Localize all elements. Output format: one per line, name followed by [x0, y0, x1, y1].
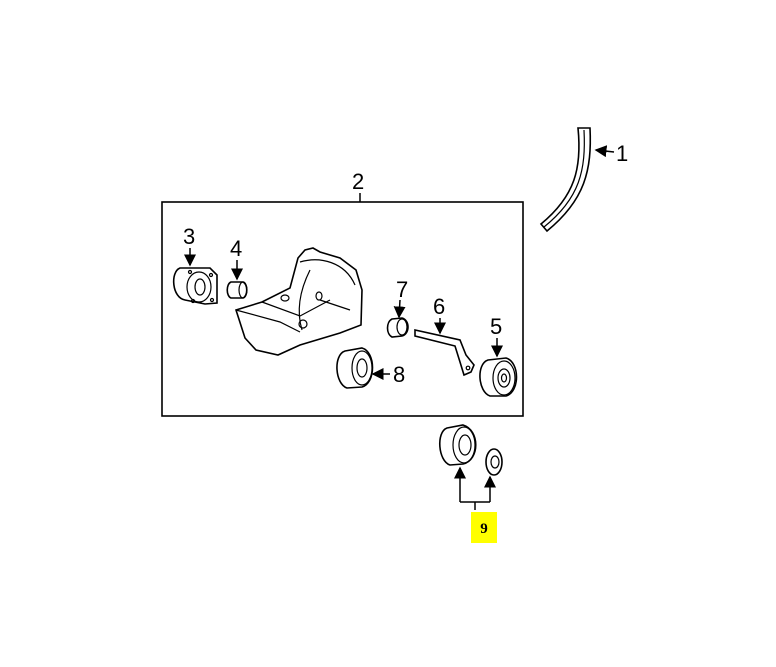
- assembly-box: [161, 201, 524, 417]
- leader-9-join: [460, 501, 490, 510]
- callout-4[interactable]: 4: [230, 236, 242, 261]
- callout-6[interactable]: 6: [433, 294, 445, 319]
- part-9-bearing[interactable]: [439, 424, 477, 466]
- callout-2[interactable]: 2: [352, 169, 364, 194]
- part-2-differential-housing[interactable]: [234, 247, 363, 356]
- callout-8[interactable]: 8: [393, 362, 405, 387]
- part-1-strip[interactable]: [539, 127, 592, 233]
- part-3-flange[interactable]: [172, 267, 218, 305]
- part-5-bearing[interactable]: [479, 357, 518, 397]
- callout-9[interactable]: 9: [480, 521, 488, 537]
- callout-5[interactable]: 5: [490, 314, 502, 339]
- callout-3[interactable]: 3: [183, 224, 195, 249]
- callout-7[interactable]: 7: [396, 277, 408, 302]
- leader-7: [393, 299, 406, 319]
- part-8-bearing[interactable]: [336, 347, 374, 389]
- part-6-bracket[interactable]: [414, 329, 475, 377]
- callout-1[interactable]: 1: [616, 141, 628, 166]
- leader-1: [594, 145, 615, 158]
- part-9-washer[interactable]: [485, 448, 503, 476]
- part-7-bushing[interactable]: [386, 317, 409, 338]
- part-4-seal[interactable]: [226, 281, 248, 299]
- callout-9-highlight[interactable]: [471, 512, 497, 543]
